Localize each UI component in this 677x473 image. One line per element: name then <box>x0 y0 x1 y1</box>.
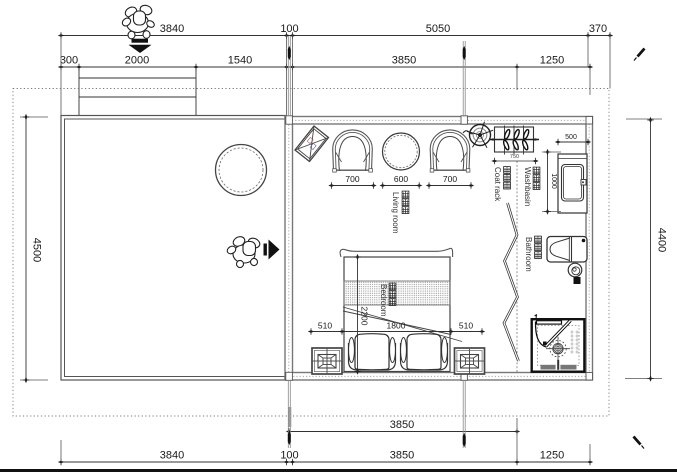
svg-text:Living room: Living room <box>391 192 400 234</box>
svg-text:Washbasin: Washbasin <box>523 167 532 206</box>
svg-text:3850: 3850 <box>392 55 416 67</box>
svg-text:Coat rack: Coat rack <box>493 167 502 202</box>
svg-text:Bedroom: Bedroom <box>379 284 388 317</box>
svg-text:510: 510 <box>318 321 332 331</box>
svg-text:510: 510 <box>459 321 473 331</box>
svg-text:4400: 4400 <box>656 228 668 252</box>
svg-text:1000: 1000 <box>550 173 557 189</box>
svg-text:750: 750 <box>510 154 519 160</box>
svg-text:370: 370 <box>589 23 607 35</box>
svg-text:300: 300 <box>60 55 78 67</box>
svg-text:1250: 1250 <box>540 450 564 462</box>
svg-text:Bathroom: Bathroom <box>524 237 533 272</box>
svg-text:1800: 1800 <box>387 321 406 331</box>
svg-text:1540: 1540 <box>228 55 252 67</box>
svg-text:4500: 4500 <box>31 238 43 262</box>
svg-text:2000: 2000 <box>125 55 149 67</box>
svg-text:3850: 3850 <box>390 450 414 462</box>
svg-text:100: 100 <box>280 450 298 462</box>
svg-text:700: 700 <box>345 174 359 184</box>
svg-text:3850: 3850 <box>390 419 414 431</box>
svg-text:500: 500 <box>565 134 577 141</box>
svg-text:5050: 5050 <box>426 23 450 35</box>
svg-text:600: 600 <box>394 174 408 184</box>
svg-text:3840: 3840 <box>160 450 184 462</box>
svg-text:2200: 2200 <box>360 307 370 326</box>
svg-text:3840: 3840 <box>160 23 184 35</box>
svg-text:700: 700 <box>443 174 457 184</box>
svg-text:1250: 1250 <box>540 55 564 67</box>
svg-text:100: 100 <box>280 23 298 35</box>
